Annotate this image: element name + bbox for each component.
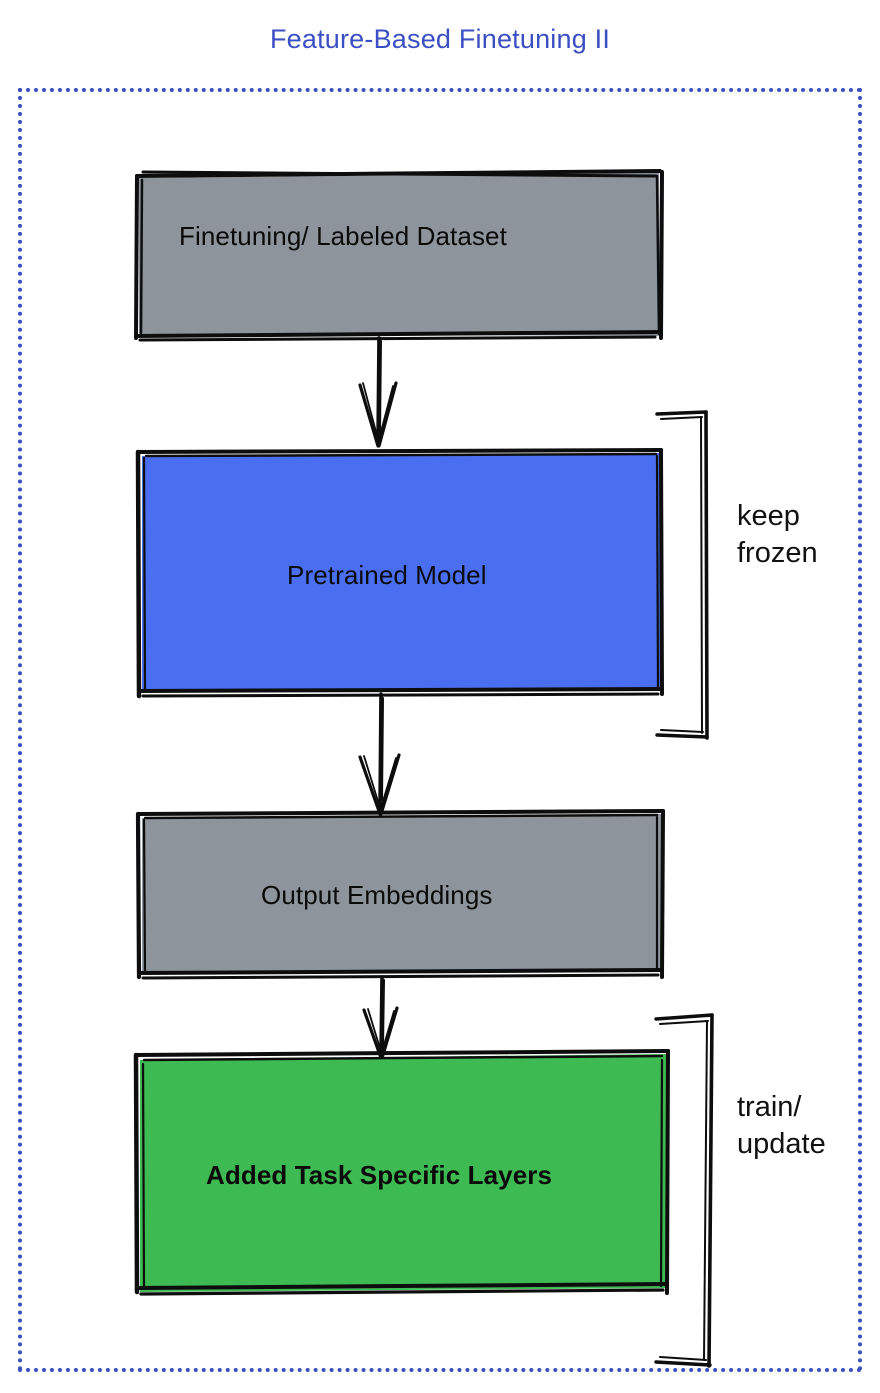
page-title: Feature-Based Finetuning II [269,24,611,54]
node-label-dataset: Finetuning/ Labeled Dataset [179,221,507,251]
annotation-train-update: train/ update [737,1091,826,1161]
annotation-keep-frozen: keep frozen [737,500,818,570]
node-label-task-layers: Added Task Specific Layers [206,1160,553,1190]
node-label-output-embeddings: Output Embeddings [261,880,493,910]
node-label-pretrained-model: Pretrained Model [287,560,487,590]
diagram-outer-frame [18,88,862,1372]
